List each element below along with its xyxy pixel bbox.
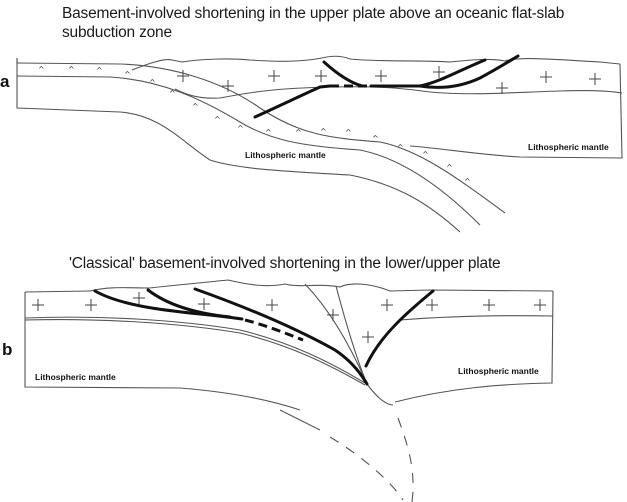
plate-b-surface bbox=[89, 279, 554, 292]
svg-text:^: ^ bbox=[397, 143, 404, 152]
svg-text:^: ^ bbox=[149, 78, 156, 87]
slab-dashed-upper bbox=[397, 417, 414, 502]
right-plate-outline bbox=[394, 290, 554, 403]
panel-b-section: Lithospheric mantle Lithospheric mantle bbox=[24, 279, 554, 502]
svg-text:^: ^ bbox=[372, 134, 379, 143]
fault-b1 bbox=[93, 289, 244, 321]
plate-b-moho-right bbox=[399, 315, 554, 321]
svg-text:^: ^ bbox=[237, 124, 244, 133]
fault-b-dashed bbox=[244, 318, 304, 342]
fault-a1 bbox=[322, 60, 364, 88]
panel-a-title: Basement-involved shortening in the uppe… bbox=[62, 5, 565, 41]
panel-a-section: ^ ^ ^ ^ ^ ^ ^ ^ ^ ^ ^ ^ ^ ^ ^ ^ ^ ^ Lith… bbox=[16, 54, 623, 233]
slab-dashed-lower bbox=[329, 436, 404, 501]
lithospheric-mantle-label-b-right: Lithospheric mantle bbox=[458, 366, 539, 376]
fault-b3 bbox=[193, 287, 369, 386]
oceanic-crust-top bbox=[16, 62, 506, 214]
svg-text:^: ^ bbox=[345, 128, 352, 137]
lithospheric-mantle-label-a-right: Lithospheric mantle bbox=[528, 142, 609, 152]
plate-b-moho-left bbox=[24, 316, 366, 384]
crust-symbols-b bbox=[32, 292, 546, 343]
svg-text:^: ^ bbox=[68, 65, 75, 74]
slab-lower-left bbox=[279, 409, 321, 431]
slab-top-b bbox=[366, 383, 394, 406]
fault-b4 bbox=[364, 289, 435, 368]
svg-text:^: ^ bbox=[464, 177, 471, 186]
right-plate-outline bbox=[409, 63, 623, 159]
svg-text:^: ^ bbox=[422, 150, 429, 159]
fault-a4 bbox=[418, 54, 520, 89]
svg-text:^: ^ bbox=[320, 127, 327, 136]
svg-text:^: ^ bbox=[446, 163, 453, 172]
oceanic-crust-base bbox=[16, 75, 481, 226]
svg-text:^: ^ bbox=[96, 66, 103, 75]
lithospheric-mantle-label-a-left: Lithospheric mantle bbox=[245, 150, 326, 160]
left-plate-top bbox=[24, 290, 91, 293]
lithospheric-mantle-label-b-left: Lithospheric mantle bbox=[35, 372, 116, 382]
panel-a-letter: a bbox=[0, 72, 10, 91]
upper-plate-surface bbox=[131, 55, 621, 71]
oceanic-crust-symbols: ^ ^ ^ ^ ^ ^ ^ ^ ^ ^ ^ ^ ^ ^ ^ ^ ^ ^ bbox=[38, 65, 471, 186]
fault-a2 bbox=[253, 84, 332, 119]
upper-plate-moho bbox=[174, 86, 623, 99]
crust-symbols-a bbox=[177, 66, 601, 94]
svg-text:^: ^ bbox=[169, 89, 176, 98]
plate-b-moho-left-inner bbox=[24, 319, 366, 386]
oceanic-lithosphere-base bbox=[16, 58, 461, 233]
svg-text:^: ^ bbox=[214, 115, 221, 124]
svg-text:^: ^ bbox=[265, 128, 272, 137]
thin-fault-2 bbox=[335, 285, 368, 385]
thin-fault-1 bbox=[304, 283, 368, 385]
panel-b-title: 'Classical' basement-involved shortening… bbox=[69, 255, 501, 272]
svg-text:^: ^ bbox=[295, 128, 302, 137]
svg-text:^: ^ bbox=[192, 102, 199, 111]
svg-text:^: ^ bbox=[38, 65, 45, 74]
panel-b-letter: b bbox=[2, 340, 13, 359]
fault-b2 bbox=[146, 288, 232, 319]
left-plate-outline bbox=[24, 292, 301, 411]
svg-text:^: ^ bbox=[124, 70, 131, 79]
